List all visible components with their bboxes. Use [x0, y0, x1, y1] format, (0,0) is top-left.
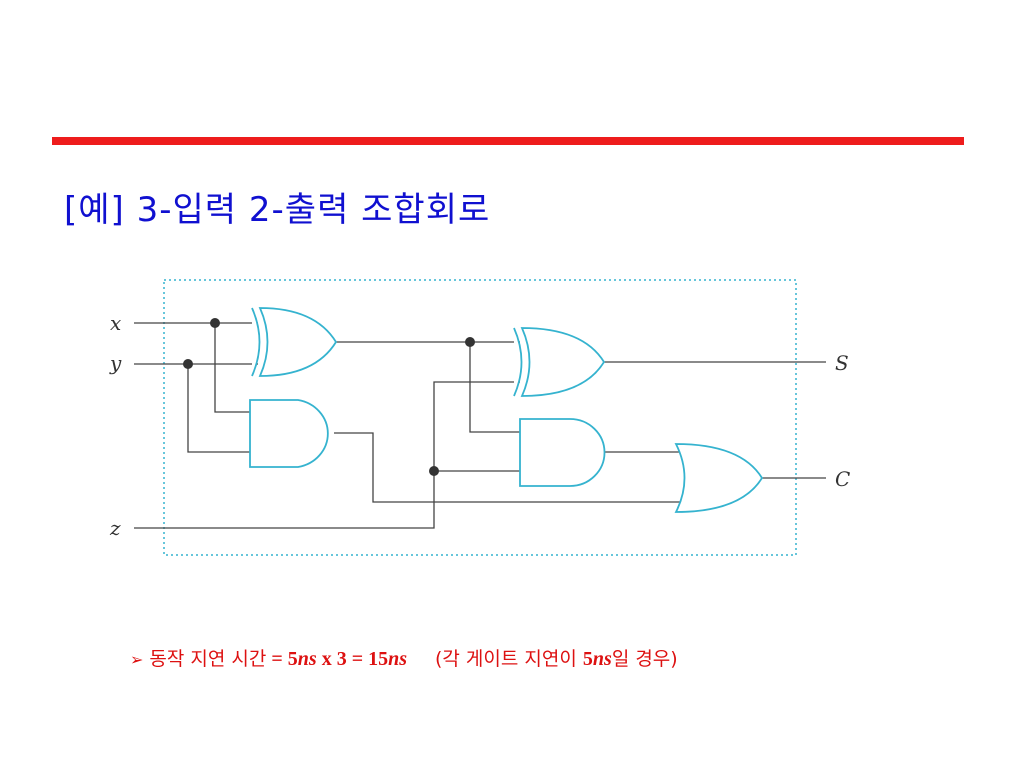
wire-x-branch [214, 323, 250, 413]
wires [134, 322, 826, 529]
junctions [183, 318, 475, 476]
note-prefix: 동작 지연 시간 [149, 648, 267, 670]
label-input-y: y [109, 351, 122, 375]
junction-y [183, 359, 193, 369]
label-output-c: C [835, 467, 850, 491]
top-divider-rule [52, 137, 964, 145]
wire-z [134, 381, 520, 529]
slide-title: [예] 3-입력 2-출력 조합회로 [64, 190, 491, 230]
gates [249, 307, 764, 513]
wire-xor1-branch [469, 342, 520, 433]
or-gate [674, 443, 764, 513]
and-gate-2 [519, 418, 606, 487]
xor-gate-1 [251, 307, 338, 377]
junction-x [210, 318, 220, 328]
junction-xor1 [465, 337, 475, 347]
arrow-bullet-icon: ➢ [130, 650, 144, 669]
wire-and1-out [334, 432, 686, 503]
label-input-x: x [110, 311, 121, 335]
note-paren: (각 게이트 지연이 5ns일 경우) [435, 648, 678, 670]
wire-y-branch [187, 364, 250, 453]
circuit-frame [163, 279, 797, 556]
label-output-s: S [835, 351, 849, 375]
delay-note: ➢ 동작 지연 시간 = 5ns x 3 = 15ns (각 게이트 지연이 5ns… [130, 644, 678, 671]
and-gate-1 [249, 399, 329, 468]
xor-gate-2 [513, 327, 606, 397]
label-input-z: z [109, 516, 121, 540]
note-formula: = 5ns x 3 = 15ns [266, 648, 407, 670]
junction-z [429, 466, 439, 476]
